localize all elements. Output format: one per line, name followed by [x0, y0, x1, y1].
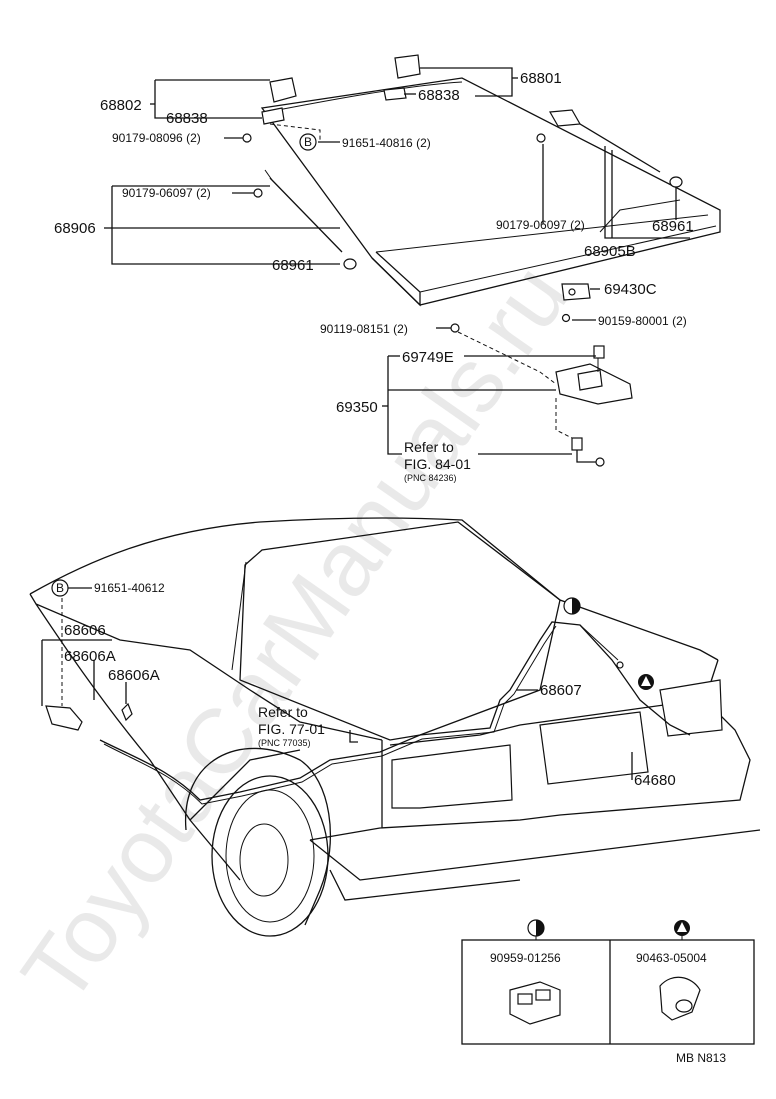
badge-b-icon: B: [51, 579, 69, 597]
label-refer-77-line1: Refer to: [258, 704, 308, 720]
inset-label-90463-05004: 90463-05004: [636, 951, 707, 965]
label-90179-06097-left: 90179-06097 (2): [122, 186, 211, 200]
car-body: [29, 517, 761, 926]
label-90179-06097-right: 90179-06097 (2): [496, 218, 585, 232]
label-68801: 68801: [520, 70, 562, 87]
svg-text:B: B: [56, 581, 64, 595]
footer-code: MB N813: [676, 1051, 726, 1065]
label-90159-80001: 90159-80001 (2): [598, 314, 687, 328]
label-refer-84-line2: FIG. 84-01: [404, 456, 471, 472]
clamp-symbol-half: [563, 597, 581, 615]
svg-text:B: B: [304, 135, 312, 149]
lock-assembly: [450, 323, 633, 467]
cushion-icon: [669, 176, 683, 188]
label-68802: 68802: [100, 97, 142, 114]
label-68606a-lower: 68606A: [108, 667, 160, 684]
label-69350: 69350: [336, 399, 378, 416]
badge-b-icon: B: [299, 133, 317, 151]
label-90179-08096: 90179-08096 (2): [112, 131, 201, 145]
label-68606a-upper: 68606A: [64, 648, 116, 665]
label-refer-77-line2: FIG. 77-01: [258, 721, 325, 737]
opener-lever: [45, 598, 133, 731]
left-stay-strut: [253, 169, 357, 270]
label-68606: 68606: [64, 622, 106, 639]
bolt-icon: [536, 133, 546, 143]
label-refer-77-line3: (PNC 77035): [258, 738, 311, 748]
bolt-icon: [242, 133, 252, 143]
bolt-icon: [450, 323, 460, 333]
clamp-symbol-triangle: [638, 674, 654, 690]
label-68906: 68906: [54, 220, 96, 237]
bolt-icon: [561, 313, 571, 323]
back-door-panel: [260, 77, 721, 307]
label-68905b: 68905B: [584, 243, 636, 260]
label-68838-left: 68838: [166, 110, 208, 127]
label-68607: 68607: [540, 682, 582, 699]
right-stay-strut: [536, 109, 683, 188]
label-91651-40612: 91651-40612: [94, 581, 165, 595]
label-68961-right: 68961: [652, 218, 694, 235]
label-69749e: 69749E: [402, 349, 454, 366]
lock-striker: [561, 283, 600, 323]
label-68961-left: 68961: [272, 257, 314, 274]
label-64680: 64680: [634, 772, 676, 789]
label-90119-08151: 90119-08151 (2): [320, 322, 408, 336]
label-91651-40816: 91651-40816 (2): [342, 136, 431, 150]
label-refer-84-line1: Refer to: [404, 439, 454, 455]
bolt-icon: [253, 188, 263, 198]
label-68838-right: 68838: [418, 87, 460, 104]
left-hinge: [242, 77, 297, 143]
label-refer-84-line3: (PNC 84236): [404, 473, 457, 483]
cushion-icon: [343, 258, 357, 270]
release-cable: [99, 621, 691, 805]
rear-wheel: [211, 775, 329, 937]
inset-box: [461, 919, 755, 1045]
right-hinge: [383, 54, 421, 101]
label-69430c: 69430C: [604, 281, 657, 298]
inset-label-90959-01256: 90959-01256: [490, 951, 561, 965]
